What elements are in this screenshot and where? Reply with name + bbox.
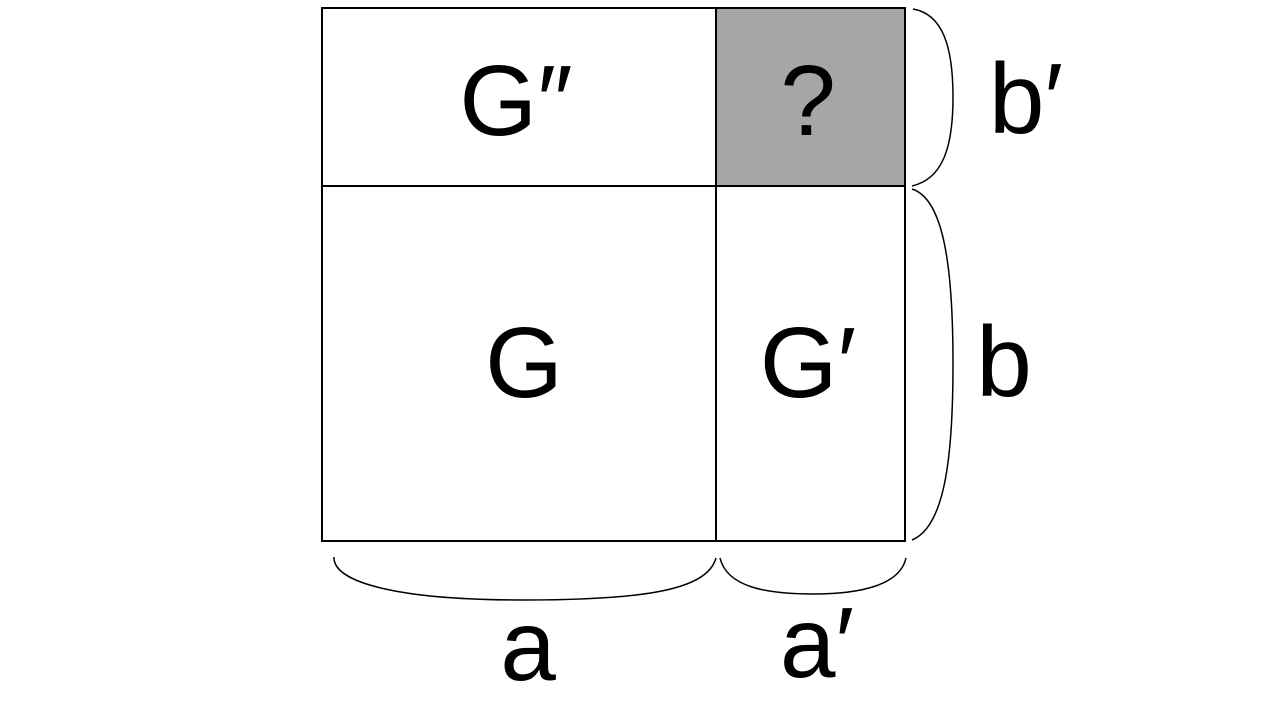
cell-bottom-right-label: G′ <box>759 307 857 419</box>
cell-bottom-left-label: G <box>485 307 563 419</box>
brace-b-prime <box>911 8 954 187</box>
brace-b-prime-label: b′ <box>988 43 1064 155</box>
brace-a-prime <box>719 557 907 595</box>
brace-b-label: b <box>976 306 1032 418</box>
brace-a <box>333 556 717 601</box>
cell-top-left-label: G″ <box>459 45 573 157</box>
brace-b <box>911 188 954 541</box>
highlighted-cell-fill <box>717 9 905 185</box>
brace-a-prime-label: a′ <box>779 587 855 699</box>
brace-a-label: a <box>500 590 556 702</box>
cell-top-right-label: ? <box>780 45 836 157</box>
grid-outline <box>321 7 906 542</box>
